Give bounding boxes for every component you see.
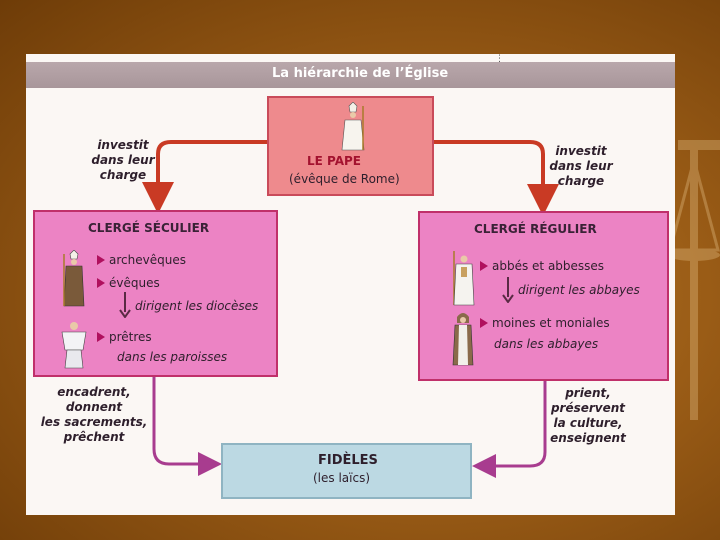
pope-name: LE PAPE bbox=[307, 154, 361, 168]
archbishop-figure-icon bbox=[63, 250, 85, 307]
monk-figure-icon bbox=[452, 313, 474, 366]
faithful-subtitle: (les laïcs) bbox=[313, 471, 371, 485]
abbot-figure-icon bbox=[453, 251, 475, 306]
down-arrow-secular bbox=[119, 292, 131, 318]
arrow-pope-to-regular bbox=[432, 140, 559, 216]
arrow-regular-to-faithful bbox=[472, 381, 547, 478]
regular-note-abbeys: dirigent les abbayes bbox=[518, 283, 640, 297]
diagram-slide: ⋮ La hiérarchie de l’Église LE PAPE bbox=[26, 54, 675, 515]
pope-box: LE PAPE (évêque de Rome) bbox=[267, 96, 434, 196]
regular-clergy-box: CLERGÉ RÉGULIER abbés et abbesses dirige… bbox=[418, 211, 669, 381]
arrow-secular-to-faithful bbox=[152, 377, 222, 476]
regular-note-abbeys-2: dans les abbayes bbox=[494, 337, 599, 351]
secular-note-dioceses: dirigent les diocèses bbox=[135, 299, 259, 313]
pope-figure-icon bbox=[341, 102, 365, 151]
faithful-box: FIDÈLES (les laïcs) bbox=[221, 443, 472, 499]
separator-dots: ⋮ bbox=[495, 54, 504, 64]
secular-note-parishes: dans les paroisses bbox=[117, 350, 228, 364]
secular-item-bishops: évêques bbox=[97, 276, 160, 290]
title-bar: La hiérarchie de l’Église bbox=[26, 62, 675, 88]
page-title: La hiérarchie de l’Église bbox=[272, 66, 449, 81]
arrow-pope-to-secular bbox=[142, 140, 267, 214]
regular-item-abbots: abbés et abbesses bbox=[480, 259, 604, 273]
down-arrow-regular bbox=[502, 277, 514, 303]
secular-clergy-box: CLERGÉ SÉCULIER archevêques évêques diri… bbox=[33, 210, 278, 377]
priest-figure-icon bbox=[61, 322, 87, 369]
pope-subtitle: (évêque de Rome) bbox=[289, 172, 400, 186]
secular-item-archbishops: archevêques bbox=[97, 253, 186, 267]
secular-title: CLERGÉ SÉCULIER bbox=[88, 221, 210, 235]
faithful-name: FIDÈLES bbox=[318, 453, 378, 468]
scales-icon bbox=[668, 140, 720, 420]
regular-title: CLERGÉ RÉGULIER bbox=[474, 222, 597, 236]
regular-item-monks: moines et moniales bbox=[480, 316, 610, 330]
secular-item-priests: prêtres bbox=[97, 330, 152, 344]
connector-arrows bbox=[142, 140, 559, 478]
